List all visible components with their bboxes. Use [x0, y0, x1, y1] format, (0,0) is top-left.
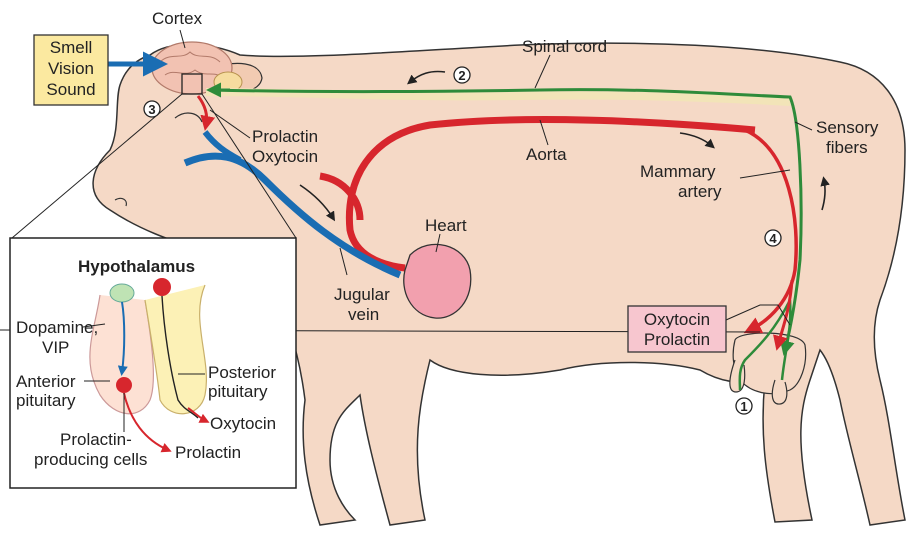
inset-prolactin-label: Prolactin [175, 443, 241, 462]
anterior-label: Anterior [16, 372, 76, 391]
udder-prolactin-label: Prolactin [644, 330, 710, 349]
dopamine-neuron [110, 284, 134, 302]
posterior-label-2: pituitary [208, 382, 268, 401]
stimulus-sound: Sound [46, 80, 95, 99]
sensory-label: Sensory [816, 118, 879, 137]
inset-title: Hypothalamus [78, 257, 195, 276]
stimulus-vision: Vision [48, 59, 94, 78]
hypothalamus-inset: Hypothalamus Dopamine, VIP Anterior pitu… [10, 238, 296, 488]
step-2-number: 2 [458, 68, 465, 83]
prolactin-cells-label-2: producing cells [34, 450, 147, 469]
artery-label: artery [678, 182, 722, 201]
fibers-label: fibers [826, 138, 868, 157]
heart [404, 244, 471, 318]
anterior-label-2: pituitary [16, 391, 76, 410]
prolactin-cell [116, 377, 132, 393]
prolactin-top-label: Prolactin [252, 127, 318, 146]
prolactin-cells-label: Prolactin- [60, 430, 132, 449]
teat-right [772, 380, 787, 404]
dopamine-label: Dopamine, [16, 318, 98, 337]
aorta-label: Aorta [526, 145, 567, 164]
spinal-cord-label: Spinal cord [522, 37, 607, 56]
stimulus-smell: Smell [50, 38, 93, 57]
heart-label: Heart [425, 216, 467, 235]
inset-oxytocin-label: Oxytocin [210, 414, 276, 433]
oxytocin-top-label: Oxytocin [252, 147, 318, 166]
oxytocin-neuron [153, 278, 171, 296]
step-1-number: 1 [740, 399, 747, 414]
udder-oxytocin-label: Oxytocin [644, 310, 710, 329]
step-3-number: 3 [148, 102, 155, 117]
cortex-label: Cortex [152, 9, 203, 28]
step-4-number: 4 [769, 231, 777, 246]
posterior-label: Posterior [208, 363, 276, 382]
vein-label: vein [348, 305, 379, 324]
jugular-label: Jugular [334, 285, 390, 304]
mammary-label: Mammary [640, 162, 716, 181]
vip-label: VIP [42, 338, 69, 357]
